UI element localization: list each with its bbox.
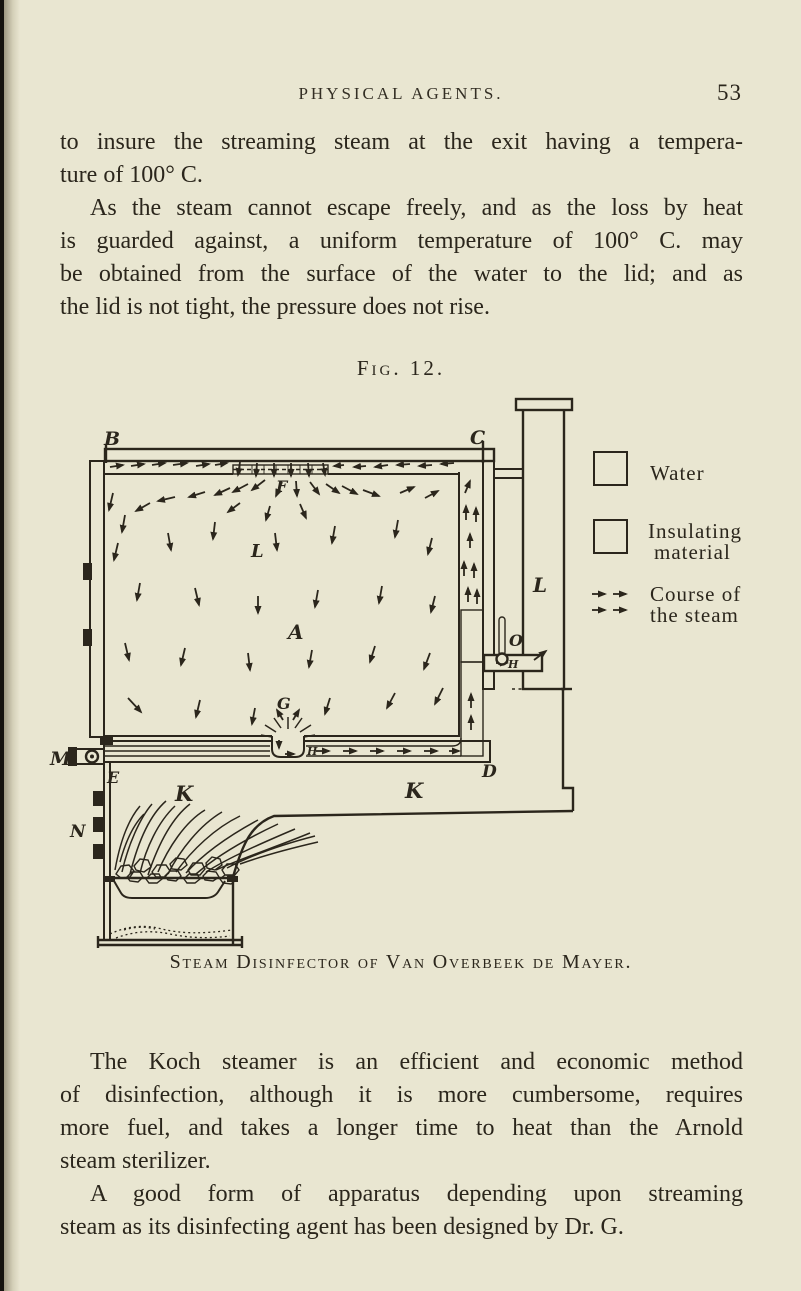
label-B: B bbox=[103, 428, 120, 450]
paragraph-line: be obtained from the surface of the wate… bbox=[60, 261, 743, 287]
water-pan: H E D bbox=[100, 736, 497, 787]
steam-chamber: B C F A L G bbox=[83, 427, 523, 742]
water-lines bbox=[104, 745, 270, 757]
wall-bracket bbox=[93, 817, 103, 832]
figure-diagram: L K K bbox=[49, 397, 742, 948]
label-flue-K-right: K bbox=[404, 778, 424, 803]
chimney: L bbox=[514, 397, 574, 691]
binding-edge-shadow bbox=[4, 0, 20, 1291]
page-number: 53 bbox=[717, 80, 742, 105]
label-O-thermometer: O bbox=[509, 631, 523, 650]
label-H-exit: H bbox=[507, 658, 519, 671]
legend-steam-label-1: Course of bbox=[650, 582, 741, 606]
paragraph-line: more fuel, and takes a longer time to he… bbox=[60, 1115, 743, 1141]
paragraph-line: of disinfection, although it is more cum… bbox=[60, 1082, 743, 1108]
label-chimney-L: L bbox=[532, 573, 547, 597]
paragraph-line: As the steam cannot escape freely, and a… bbox=[90, 195, 743, 221]
label-E: E bbox=[106, 768, 120, 787]
flames bbox=[114, 800, 319, 876]
wall-bracket bbox=[93, 791, 103, 806]
legend-steam-arrows bbox=[592, 590, 628, 614]
grate-dish bbox=[113, 880, 226, 899]
legend-insulation-label-2: material bbox=[654, 540, 731, 564]
water-column bbox=[460, 609, 484, 663]
label-N: N bbox=[69, 822, 87, 842]
label-M: M bbox=[49, 748, 72, 770]
insulated-wall-left bbox=[89, 460, 105, 738]
steam-flow-arrows bbox=[107, 459, 481, 726]
feed-valve: M bbox=[49, 747, 104, 770]
running-title: PHYSICAL AGENTS. bbox=[298, 84, 504, 103]
body-text-bottom: The Koch steamer is an efficient and eco… bbox=[60, 1046, 743, 1244]
wall-bracket bbox=[83, 563, 92, 580]
legend-steam-label-2: the steam bbox=[650, 603, 739, 627]
paragraph-line: The Koch steamer is an efficient and eco… bbox=[90, 1049, 743, 1075]
wall-bracket bbox=[83, 629, 92, 646]
label-D: D bbox=[481, 762, 497, 782]
legend-insulation-swatch bbox=[593, 519, 628, 554]
paragraph-line: A good form of apparatus depending upon … bbox=[90, 1181, 743, 1207]
insulated-wall-right bbox=[482, 448, 495, 690]
paragraph-line: steam sterilizer. bbox=[60, 1148, 211, 1174]
body-text-top: to insure the streaming steam at the exi… bbox=[60, 126, 743, 324]
figure-number-label: Fig. 12. bbox=[356, 356, 446, 380]
overflow-pipe bbox=[494, 468, 523, 479]
insulated-lid bbox=[103, 447, 496, 463]
steam-burst-G bbox=[260, 708, 316, 738]
paragraph-line: the lid is not tight, the pressure does … bbox=[60, 294, 490, 320]
firebox: N bbox=[69, 762, 319, 948]
ash-heap bbox=[109, 925, 233, 935]
label-A-chamber: A bbox=[286, 620, 304, 644]
coal-bed bbox=[115, 856, 240, 885]
thermometer-stem bbox=[498, 616, 506, 656]
thermometer-bulb bbox=[495, 652, 509, 666]
label-flue-K-left: K bbox=[174, 781, 194, 806]
paragraph-line: to insure the streaming steam at the exi… bbox=[60, 129, 743, 155]
legend-insulation-label-1: Insulating bbox=[648, 519, 742, 543]
paragraph-line: ture of 100° C. bbox=[60, 162, 203, 188]
binding-edge-black bbox=[0, 0, 4, 1291]
figure-legend: Water Insulating material Course of the … bbox=[592, 451, 742, 627]
figure-caption: Steam Disinfector of Van Overbeek de May… bbox=[169, 951, 633, 973]
legend-water-label: Water bbox=[650, 461, 705, 485]
wall-bracket bbox=[93, 844, 103, 859]
legend-water-swatch bbox=[593, 451, 628, 486]
label-G: G bbox=[277, 694, 291, 713]
label-C: C bbox=[470, 427, 485, 449]
riser-pipe bbox=[460, 661, 484, 757]
ash-pan bbox=[96, 936, 244, 948]
label-H-channel: H bbox=[306, 745, 318, 758]
masonry-base: K K bbox=[174, 687, 575, 878]
water-column-and-exit: H O bbox=[460, 609, 548, 757]
paragraph-line: steam as its disinfecting agent has been… bbox=[60, 1214, 624, 1240]
page-header: PHYSICAL AGENTS. 53 bbox=[60, 80, 742, 114]
paragraph-line: is guarded against, a uniform temperatur… bbox=[60, 228, 743, 254]
label-L-chamber: L bbox=[250, 541, 264, 562]
